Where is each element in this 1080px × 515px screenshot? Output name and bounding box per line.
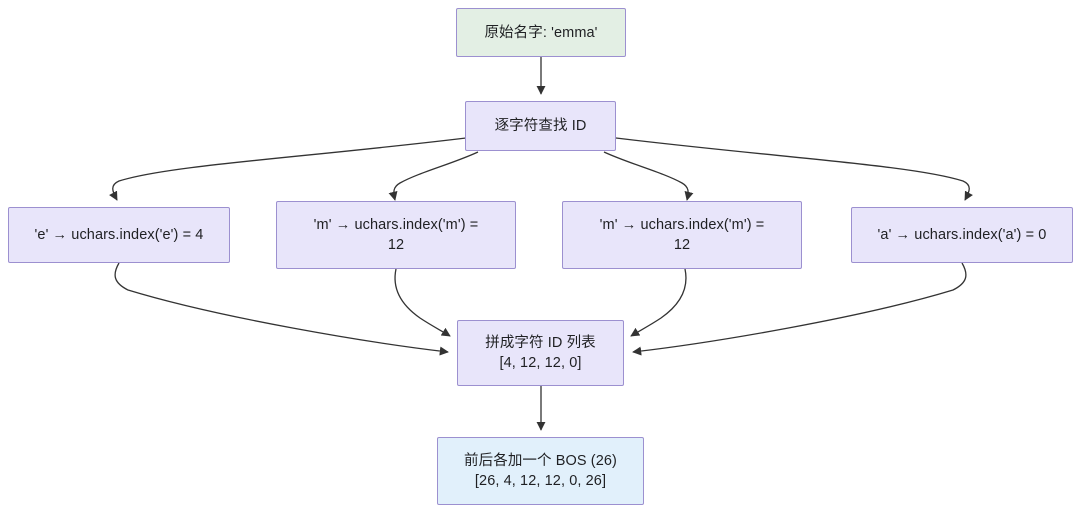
node-char-a[interactable]: 'a' → uchars.index('a') = 0 — [851, 207, 1073, 263]
node-assemble-id-list[interactable]: 拼成字符 ID 列表 [4, 12, 12, 0] — [457, 320, 624, 386]
node-char-m-first-label: 'm' → uchars.index('m') = 12 — [313, 217, 479, 253]
edge-char-a-to-assemble — [632, 262, 967, 356]
edge-char-m2-to-assemble — [630, 268, 687, 337]
node-char-m-second[interactable]: 'm' → uchars.index('m') = 12 — [562, 201, 802, 269]
node-add-bos[interactable]: 前后各加一个 BOS (26) [26, 4, 12, 12, 0, 26] — [437, 437, 644, 505]
edge-lookup-to-char-m2 — [603, 151, 694, 201]
edge-char-e-to-assemble — [114, 262, 449, 356]
node-assemble-id-list-label: 拼成字符 ID 列表 [4, 12, 12, 0] — [485, 335, 596, 371]
node-char-m-second-label: 'm' → uchars.index('m') = 12 — [599, 217, 765, 253]
node-add-bos-label: 前后各加一个 BOS (26) [26, 4, 12, 12, 0, 26] — [464, 453, 617, 489]
edge-lookup-to-char-m1 — [388, 151, 479, 201]
node-source-name[interactable]: 原始名字: 'emma' — [456, 8, 626, 57]
node-char-e-label: 'e' → uchars.index('e') = 4 — [34, 227, 204, 243]
node-char-m-first[interactable]: 'm' → uchars.index('m') = 12 — [276, 201, 516, 269]
edge-lookup-to-char-a — [615, 137, 973, 201]
node-char-lookup-label: 逐字符查找 ID — [494, 118, 587, 134]
node-source-name-label: 原始名字: 'emma' — [484, 24, 598, 41]
node-char-e[interactable]: 'e' → uchars.index('e') = 4 — [8, 207, 230, 263]
node-char-a-label: 'a' → uchars.index('a') = 0 — [877, 227, 1047, 243]
edge-lookup-to-char-e — [109, 137, 467, 201]
edge-char-m1-to-assemble — [394, 268, 451, 337]
node-char-lookup[interactable]: 逐字符查找 ID — [465, 101, 616, 151]
